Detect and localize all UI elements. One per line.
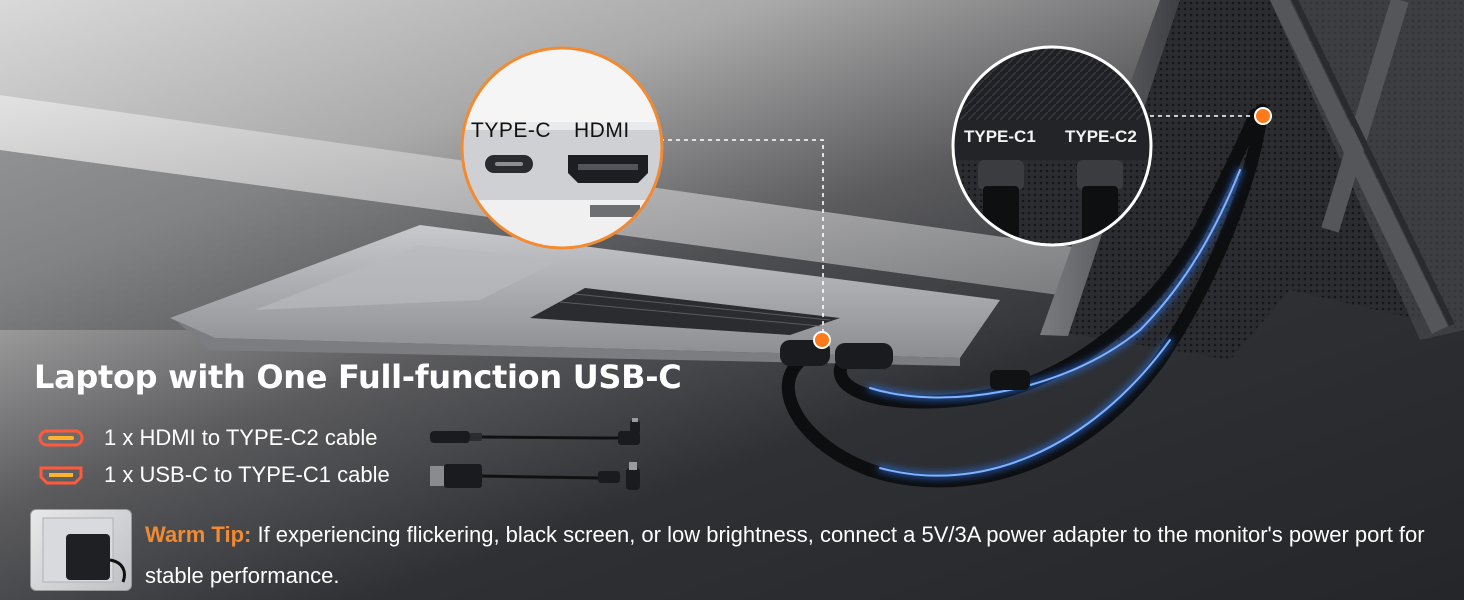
hdmi-cable-image (430, 462, 640, 490)
zoom-label-type-c: TYPE-C (471, 119, 552, 142)
power-adapter-image (30, 509, 132, 591)
zoom-label-hdmi: HDMI (574, 119, 630, 142)
cable-item: 1 x HDMI to TYPE-C2 cable (38, 423, 377, 453)
cable-item-text: 1 x HDMI to TYPE-C2 cable (104, 425, 378, 450)
warm-tip-label: Warm Tip: (145, 522, 252, 547)
cable-item: 1 x USB-C to TYPE-C1 cable (38, 460, 390, 490)
usb-c-cable-image (430, 418, 640, 445)
hdmi-port-icon (39, 466, 83, 485)
warm-tip: Warm Tip: If experiencing flickering, bl… (145, 514, 1435, 596)
zoom-label-type-c2: TYPE-C2 (1065, 127, 1137, 146)
cable-item-text: 1 x USB-C to TYPE-C1 cable (104, 462, 390, 487)
zoom-label-type-c1: TYPE-C1 (964, 127, 1036, 146)
usb-c-port-icon (38, 429, 84, 447)
power-adapter-icon (42, 517, 126, 583)
page-title: Laptop with One Full-function USB-C (34, 358, 682, 396)
warm-tip-text: If experiencing flickering, black screen… (145, 522, 1425, 588)
